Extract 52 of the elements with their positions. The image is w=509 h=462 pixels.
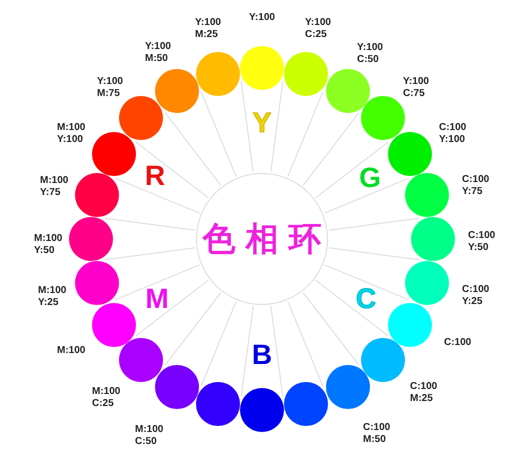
color-value-label: M:100 Y:75 <box>40 175 68 198</box>
hue-letter: C <box>356 285 376 313</box>
color-value-label: Y:100 M:75 <box>97 76 123 99</box>
color-value-label: M:100 C:50 <box>135 424 164 447</box>
color-value-label: C:100 Y:75 <box>462 174 490 197</box>
color-value-label: M:100 Y:25 <box>38 285 66 308</box>
color-circle <box>74 172 119 217</box>
color-value-label: Y:100 C:25 <box>305 17 331 40</box>
color-circle <box>388 302 432 346</box>
color-circle <box>284 382 328 426</box>
color-value-label: C:100 Y:25 <box>462 284 490 307</box>
color-circle <box>284 52 328 96</box>
color-circle <box>196 382 240 426</box>
color-value-label: Y:100 M:25 <box>195 17 221 40</box>
hue-letter: G <box>359 164 381 192</box>
color-circle <box>388 132 432 176</box>
color-circle <box>360 338 405 382</box>
color-circle <box>405 261 450 306</box>
color-circle <box>74 261 119 306</box>
color-value-label: C:100 M:50 <box>363 422 390 445</box>
color-circle <box>154 68 198 113</box>
color-value-label: C:100 <box>444 337 472 348</box>
color-value-label: C:100 M:25 <box>410 381 438 404</box>
color-circle <box>411 217 455 261</box>
color-circle <box>69 217 113 261</box>
hue-letter: B <box>252 341 272 369</box>
hue-letter: M <box>145 285 169 313</box>
center-circle: 色相环 <box>196 173 328 305</box>
color-value-label: Y:100 C:50 <box>357 42 383 65</box>
color-circle <box>240 388 284 432</box>
color-value-label: M:100 Y:100 <box>57 122 86 145</box>
color-circle <box>92 302 136 346</box>
color-value-label: Y:100 M:50 <box>145 41 171 64</box>
hue-letter: R <box>144 162 166 190</box>
color-value-label: M:100 <box>57 345 86 356</box>
color-circle <box>196 52 240 96</box>
color-value-label: C:100 Y:50 <box>468 230 496 253</box>
color-value-label: M:100 Y:50 <box>34 233 62 256</box>
color-value-label: Y:100 C:75 <box>403 76 429 99</box>
color-value-label: Y:100 <box>249 12 275 24</box>
color-circle <box>326 68 370 113</box>
color-circle <box>92 132 136 176</box>
hue-letter: Y <box>252 109 272 137</box>
color-circle <box>405 172 450 217</box>
color-circle <box>119 96 164 140</box>
color-circle <box>360 96 405 140</box>
color-value-label: M:100 C:25 <box>92 386 120 409</box>
color-circle <box>326 365 370 410</box>
color-circle <box>154 365 198 410</box>
color-circle <box>119 338 164 382</box>
color-circle <box>240 46 284 90</box>
color-value-label: C:100 Y:100 <box>439 122 466 145</box>
